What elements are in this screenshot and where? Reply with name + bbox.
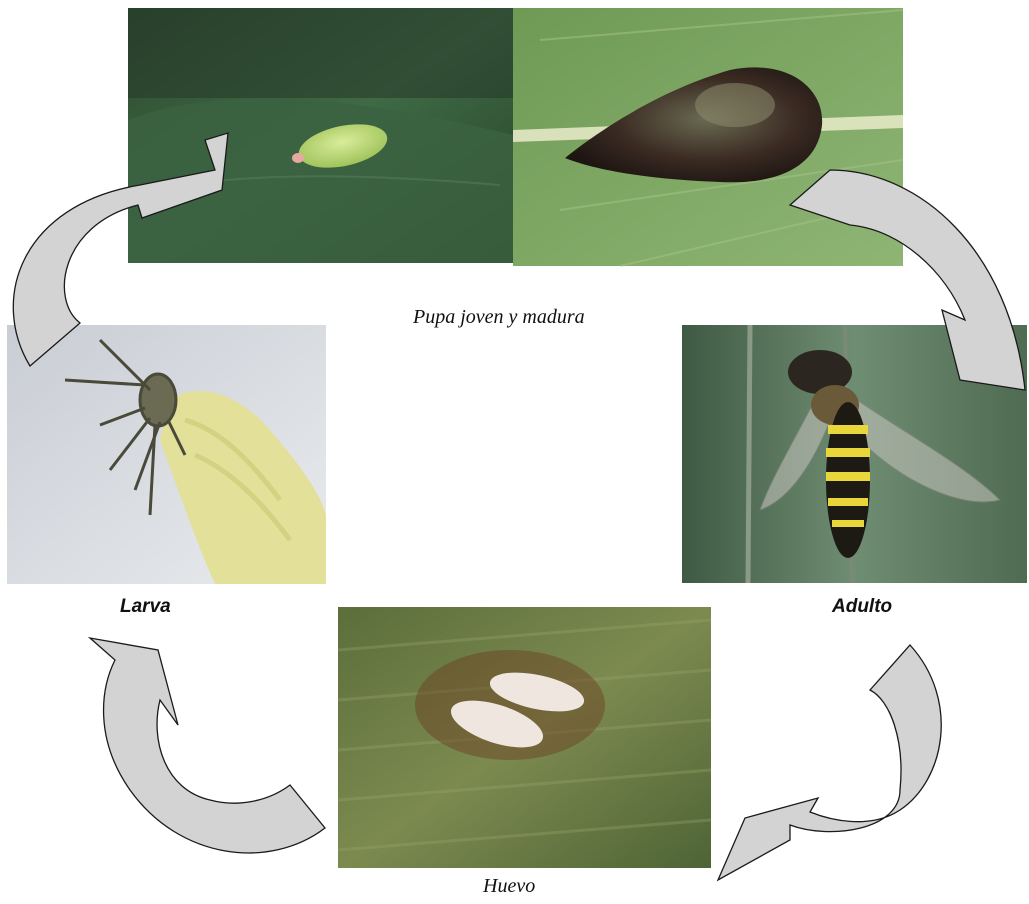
label-adult: Adulto [832, 596, 892, 618]
photo-eggs [338, 607, 711, 868]
hoverfly-abdomen [826, 402, 870, 558]
arrow-adult-to-egg [718, 645, 941, 880]
label-larva: Larva [120, 596, 171, 618]
label-pupa: Pupa joven y madura [413, 306, 585, 329]
photo-young-pupa [128, 8, 513, 263]
arrow-egg-to-larva [90, 638, 325, 853]
label-egg: Huevo [483, 875, 535, 898]
photo-mature-pupa [513, 8, 903, 266]
photo-larva [7, 325, 326, 584]
